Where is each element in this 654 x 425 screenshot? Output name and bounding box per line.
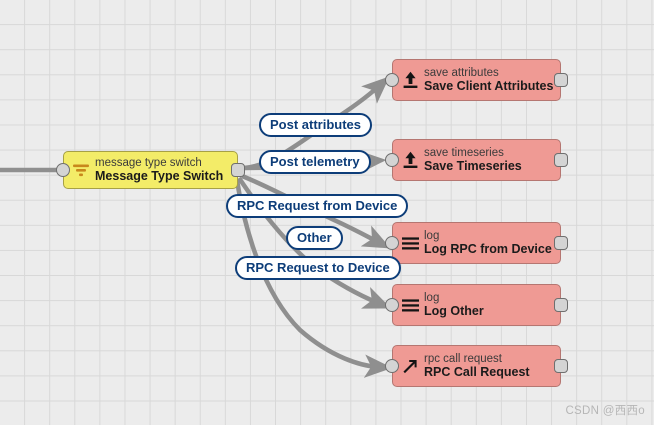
port-rpc-call-request-in[interactable] <box>385 359 399 373</box>
node-subtitle: log <box>424 229 440 242</box>
node-subtitle: save timeseries <box>424 146 504 159</box>
switch-filter-icon <box>67 162 95 178</box>
node-title: Save Timeseries <box>424 159 522 174</box>
rpc-arrow-icon <box>396 357 424 376</box>
port-save-timeseries-in[interactable] <box>385 153 399 167</box>
wire-label-other[interactable]: Other <box>286 226 343 250</box>
port-save-timeseries-out[interactable] <box>554 153 568 167</box>
log-lines-icon <box>396 298 424 313</box>
node-subtitle: save attributes <box>424 66 499 79</box>
save-upload-icon <box>396 71 424 90</box>
node-title: Log Other <box>424 304 484 319</box>
wire-label-rpc-request-from-device[interactable]: RPC Request from Device <box>226 194 409 218</box>
save-upload-icon <box>396 151 424 170</box>
node-title: Message Type Switch <box>95 169 224 184</box>
port-log-rpc-from-device-out[interactable] <box>554 236 568 250</box>
node-subtitle: rpc call request <box>424 352 502 365</box>
port-save-client-attributes-out[interactable] <box>554 73 568 87</box>
port-rpc-call-request-out[interactable] <box>554 359 568 373</box>
wire-label-post-telemetry[interactable]: Post telemetry <box>259 150 371 174</box>
wire-label-rpc-request-to-device[interactable]: RPC Request to Device <box>235 256 401 280</box>
watermark: CSDN @西西o <box>565 405 645 417</box>
port-log-other-in[interactable] <box>385 298 399 312</box>
node-subtitle: log <box>424 291 440 304</box>
port-log-other-out[interactable] <box>554 298 568 312</box>
node-save-client-attributes[interactable]: save attributes Save Client Attributes <box>392 59 561 101</box>
log-lines-icon <box>396 236 424 251</box>
port-log-rpc-from-device-in[interactable] <box>385 236 399 250</box>
node-rpc-call-request[interactable]: rpc call request RPC Call Request <box>392 345 561 387</box>
node-title: Log RPC from Device <box>424 242 552 257</box>
node-subtitle: message type switch <box>95 156 202 169</box>
port-save-client-attributes-in[interactable] <box>385 73 399 87</box>
node-save-timeseries[interactable]: save timeseries Save Timeseries <box>392 139 561 181</box>
port-switch-out[interactable] <box>231 163 245 177</box>
node-title: RPC Call Request <box>424 365 530 380</box>
node-log-rpc-from-device[interactable]: log Log RPC from Device <box>392 222 561 264</box>
port-switch-in[interactable] <box>56 163 70 177</box>
node-message-type-switch[interactable]: message type switch Message Type Switch <box>63 151 238 189</box>
wire-label-post-attributes[interactable]: Post attributes <box>259 113 373 137</box>
node-log-other[interactable]: log Log Other <box>392 284 561 326</box>
node-title: Save Client Attributes <box>424 79 554 94</box>
